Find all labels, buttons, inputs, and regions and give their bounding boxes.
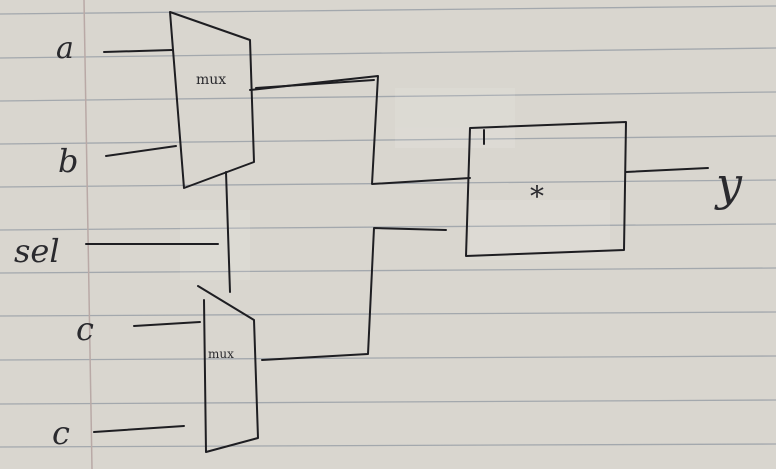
label-a: a — [56, 31, 74, 66]
label-sel: sel — [14, 232, 60, 270]
wire-mux-top-out-2 — [255, 79, 375, 89]
wire-y — [625, 167, 709, 173]
label-y: y — [714, 157, 743, 211]
mux-top-label: mux — [196, 72, 226, 88]
margin-line — [83, 0, 93, 469]
wire-mux-bottom-out — [261, 227, 447, 361]
mux-bottom-shape — [197, 285, 259, 453]
wire-c-upper — [133, 321, 201, 327]
label-c-upper: c — [76, 310, 94, 348]
label-c-lower: c — [52, 414, 70, 452]
ruled-lines — [0, 5, 776, 448]
wire-c-lower — [93, 425, 185, 433]
mux-top-shape — [169, 11, 255, 189]
wire-select-vertical — [225, 171, 231, 293]
label-b: b — [58, 142, 78, 180]
multiplier-label: * — [530, 180, 544, 213]
wire-mux-top-out — [249, 75, 471, 185]
wire-b — [105, 145, 177, 157]
multiplier-box — [465, 121, 627, 257]
mux-bottom-label: mux — [208, 347, 234, 361]
wire-a — [103, 49, 173, 53]
